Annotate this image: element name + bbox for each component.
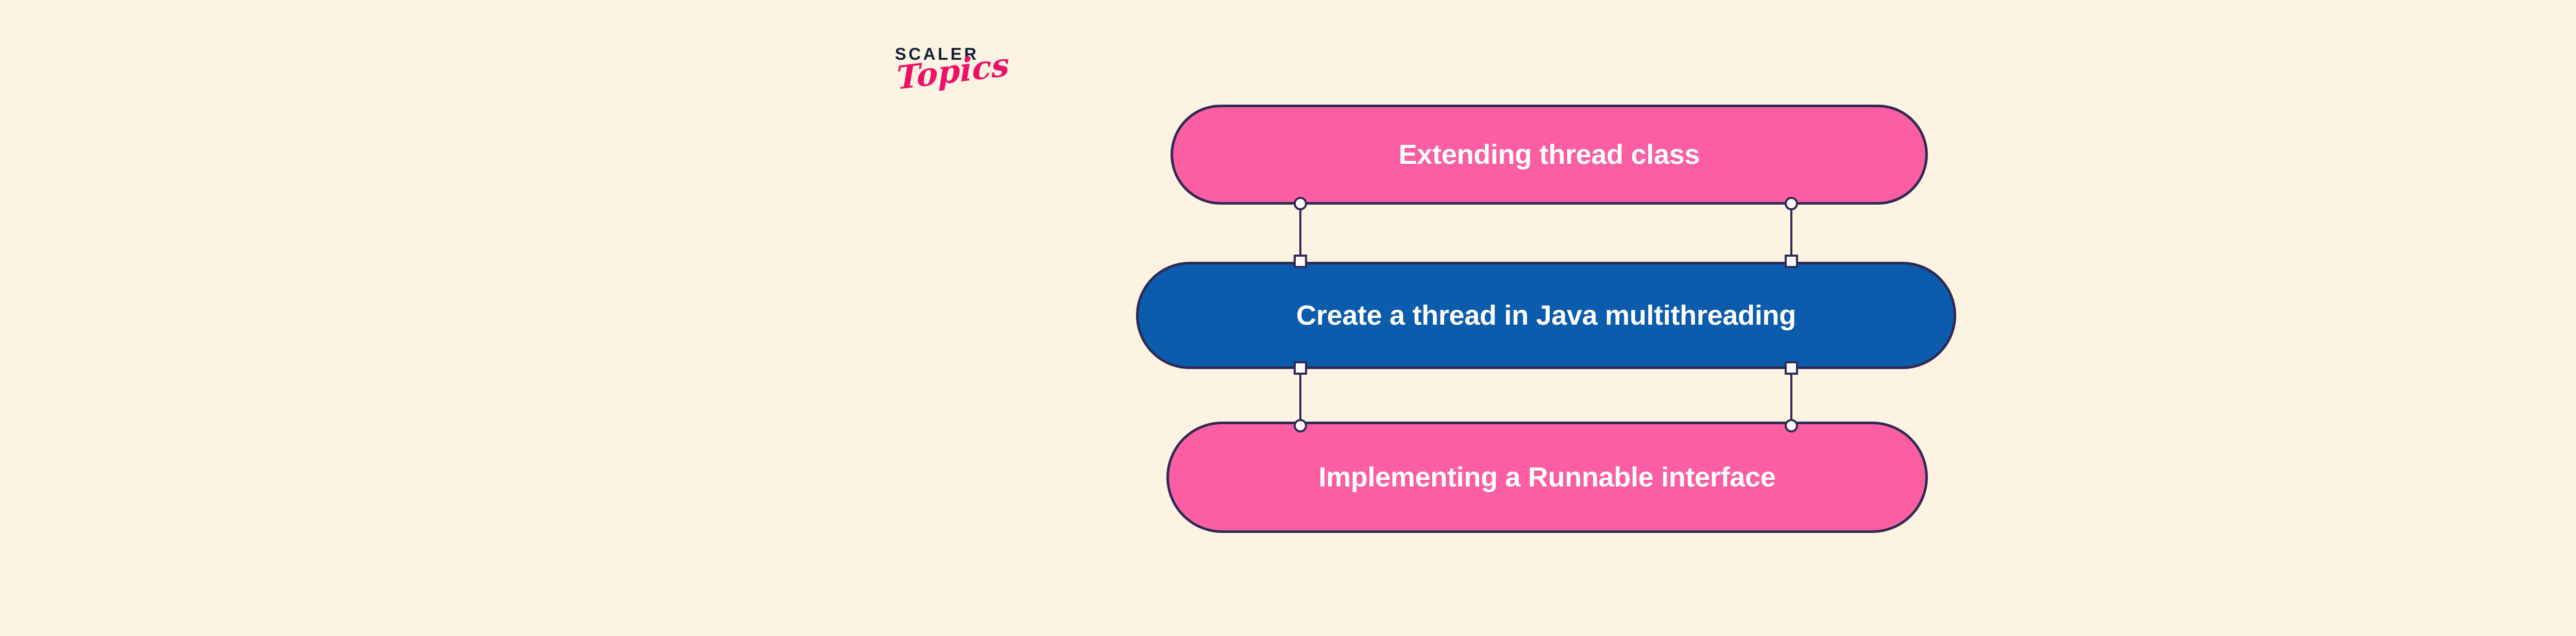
node-create-thread[interactable]: Create a thread in Java multithreading [1136, 262, 1956, 369]
bottom-right-connector [1784, 361, 1799, 432]
connector-square-marker [1785, 255, 1798, 268]
connector-square-marker [1294, 361, 1307, 375]
node-extending-thread-class-label: Extending thread class [1398, 139, 1700, 170]
connector-line [1790, 204, 1792, 264]
connector-square-marker [1294, 255, 1307, 268]
top-right-connector [1784, 197, 1799, 268]
logo-wordmark: SCALER [895, 44, 979, 63]
connector-circle-marker [1294, 197, 1307, 210]
node-implementing-runnable-interface-label: Implementing a Runnable interface [1318, 462, 1776, 493]
bottom-left-connector [1293, 361, 1308, 432]
connector-circle-marker [1294, 419, 1307, 432]
node-implementing-runnable-interface[interactable]: Implementing a Runnable interface [1166, 422, 1928, 533]
connector-line [1790, 365, 1792, 426]
node-extending-thread-class[interactable]: Extending thread class [1171, 105, 1928, 205]
top-left-connector [1293, 197, 1308, 268]
connector-circle-marker [1785, 197, 1798, 210]
connector-circle-marker [1785, 419, 1798, 432]
connector-square-marker [1785, 361, 1798, 375]
connector-line [1299, 365, 1301, 426]
connector-line [1299, 204, 1301, 264]
node-create-thread-label: Create a thread in Java multithreading [1296, 300, 1796, 331]
scaler-topics-logo: SCALER Topics [894, 45, 1023, 138]
